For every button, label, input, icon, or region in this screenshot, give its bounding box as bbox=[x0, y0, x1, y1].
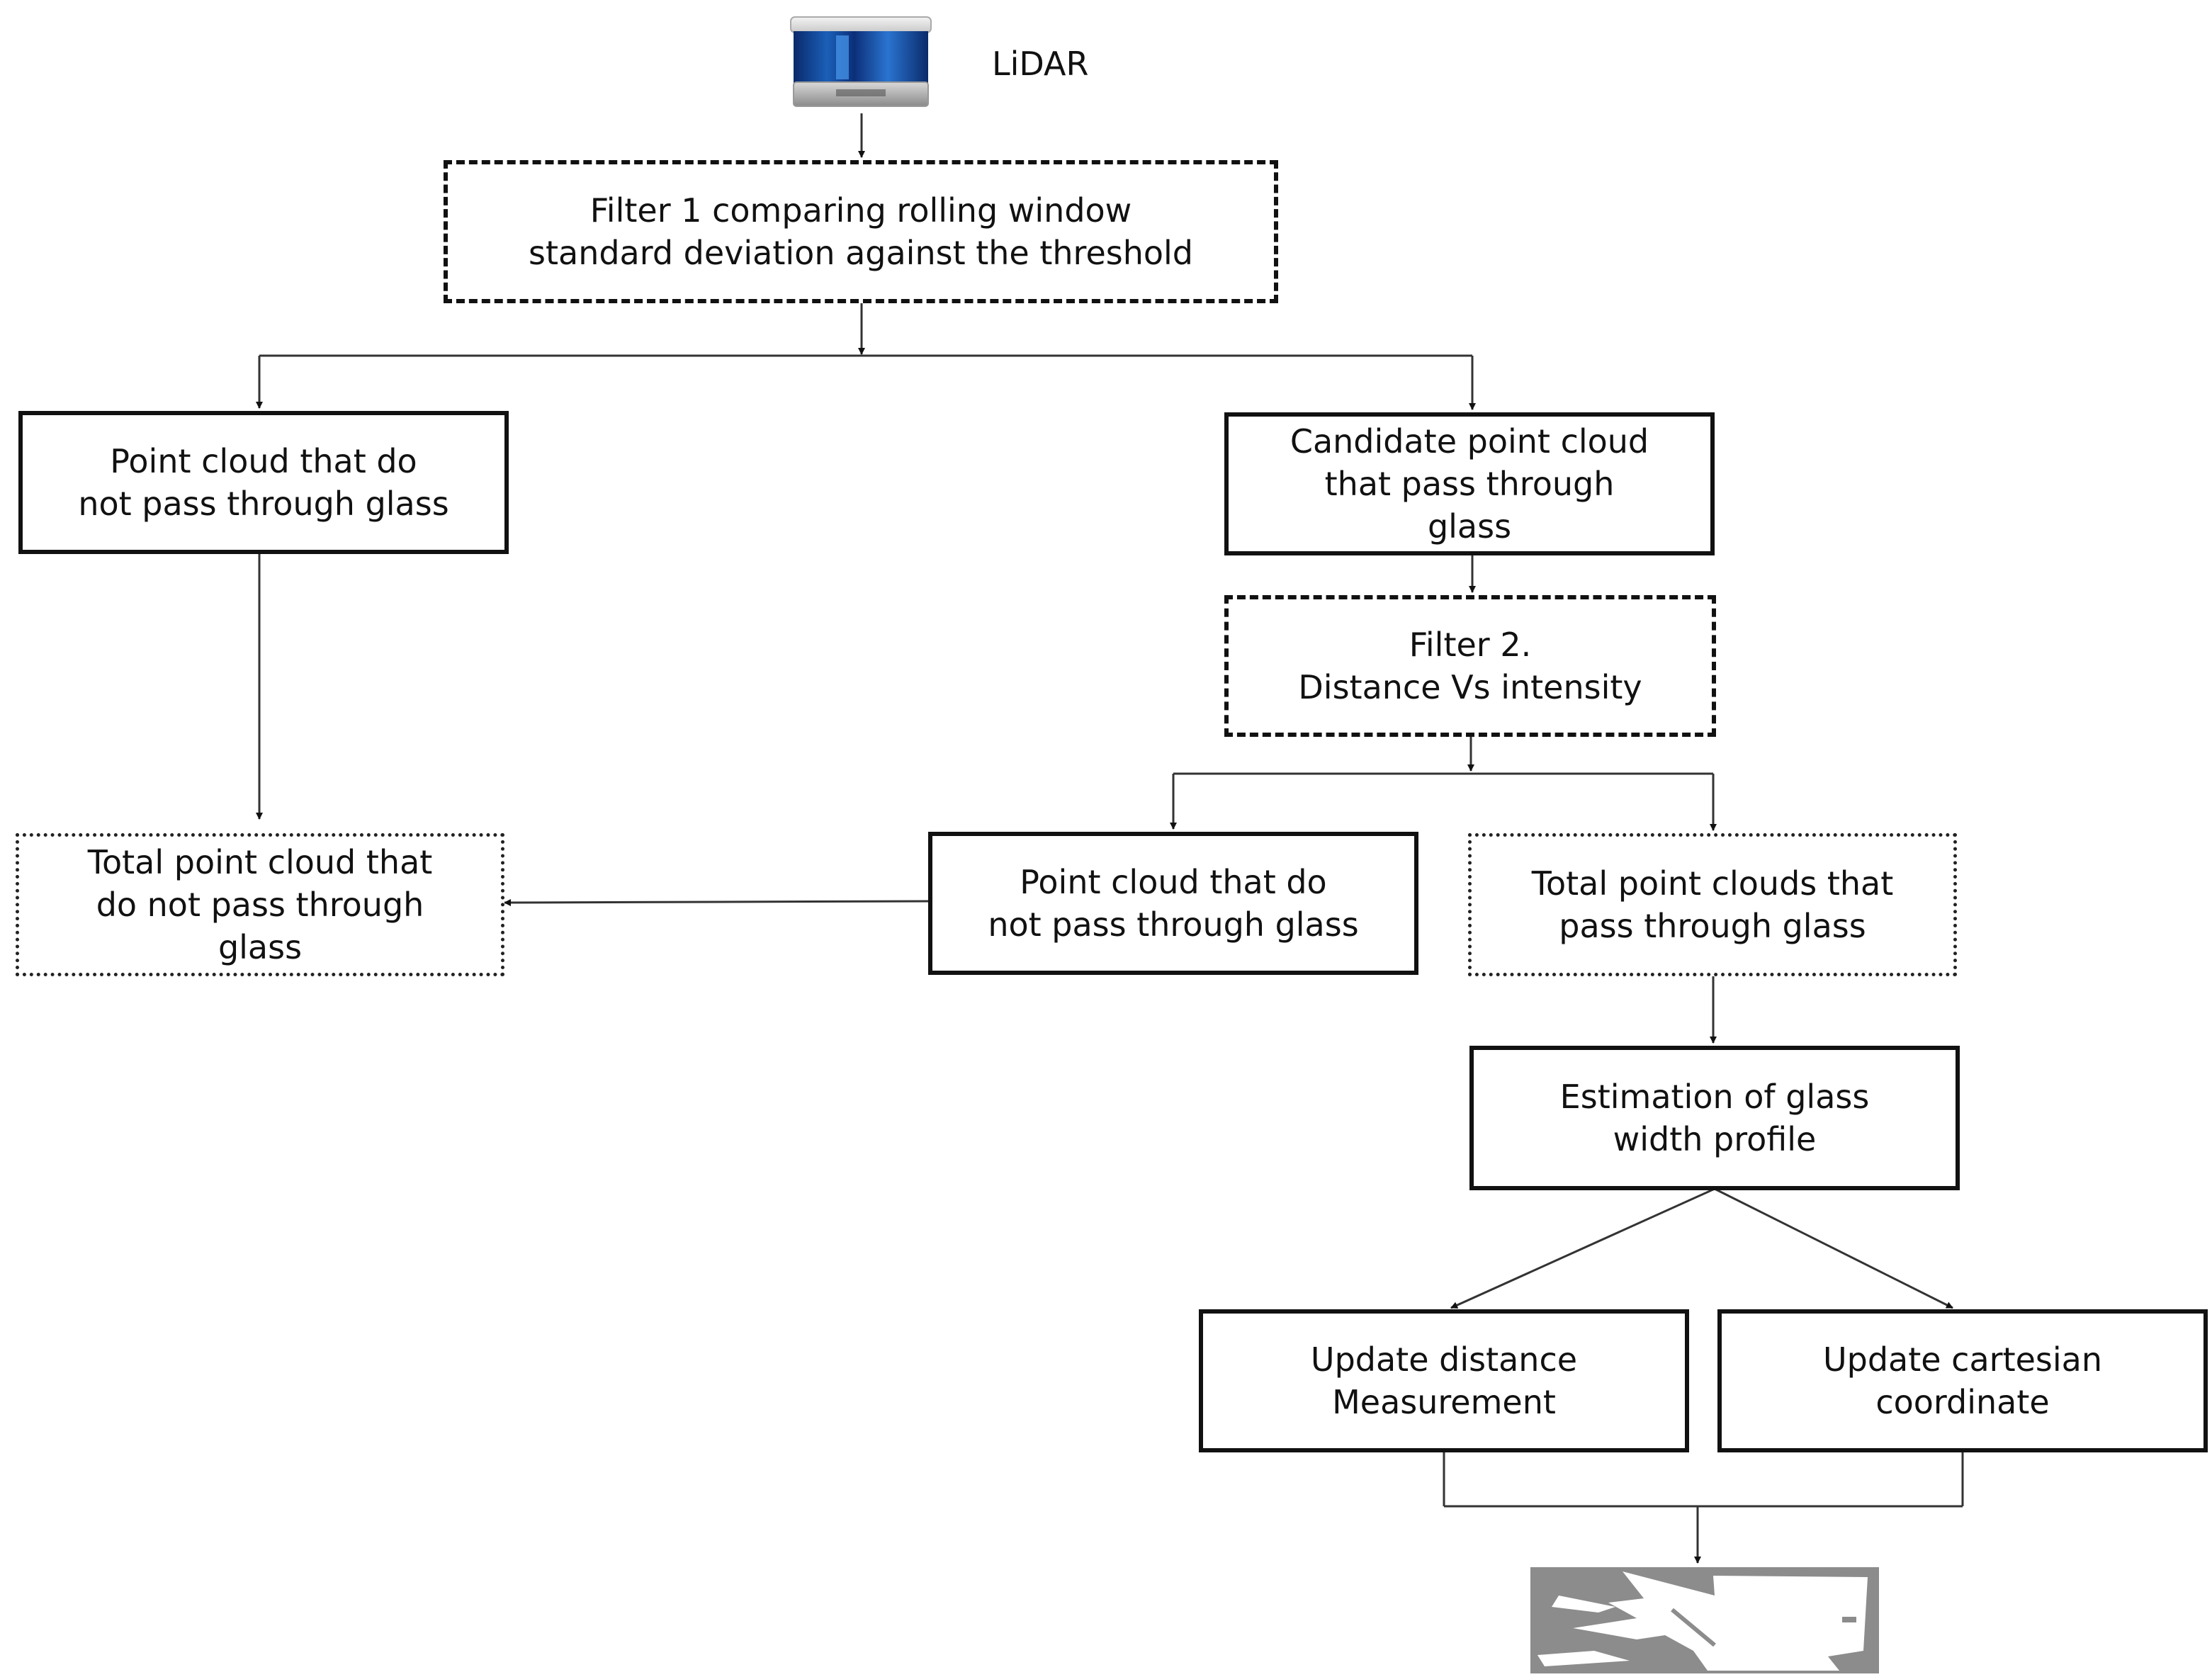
filter1-line2: standard deviation against the threshold bbox=[529, 234, 1193, 272]
no-pass-1-line2: not pass through glass bbox=[78, 485, 449, 523]
candidate-point-cloud-box: Candidate point cloud that pass through … bbox=[1224, 412, 1715, 555]
update-cartesian-line1: Update cartesian bbox=[1822, 1340, 2103, 1379]
update-distance-line1: Update distance bbox=[1310, 1340, 1578, 1379]
update-distance-line2: Measurement bbox=[1332, 1383, 1556, 1421]
total-pass-line1: Total point clouds that bbox=[1531, 864, 1894, 903]
total-no-pass-glass-box: Total point cloud that do not pass throu… bbox=[16, 833, 504, 976]
filter1-line1: Filter 1 comparing rolling window bbox=[589, 191, 1132, 230]
total-pass-line2: pass through glass bbox=[1559, 907, 1866, 945]
filter2-line2: Distance Vs intensity bbox=[1298, 668, 1642, 706]
update-cartesian-line2: coordinate bbox=[1875, 1383, 2050, 1421]
candidate-line3: glass bbox=[1427, 507, 1512, 546]
arrow-estimation-to-update-distance bbox=[1450, 1187, 1715, 1309]
no-pass-1-line1: Point cloud that do bbox=[110, 442, 417, 480]
arrow-no-pass-2-to-total bbox=[504, 898, 929, 906]
total-no-pass-line2: do not pass through bbox=[96, 886, 424, 924]
filter1-box: Filter 1 comparing rolling window standa… bbox=[444, 160, 1278, 303]
occupancy-map-icon bbox=[1530, 1567, 1879, 1673]
no-pass-glass-box-2: Point cloud that do not pass through gla… bbox=[928, 832, 1418, 975]
total-no-pass-line3: glass bbox=[218, 928, 303, 966]
no-pass-glass-box-1: Point cloud that do not pass through gla… bbox=[18, 411, 509, 554]
filter2-box: Filter 2. Distance Vs intensity bbox=[1224, 595, 1716, 737]
filter2-line1: Filter 2. bbox=[1409, 626, 1532, 664]
lidar-sensor-icon bbox=[790, 16, 932, 107]
candidate-line1: Candidate point cloud bbox=[1290, 422, 1649, 461]
estimation-glass-width-box: Estimation of glass width profile bbox=[1469, 1046, 1960, 1190]
total-pass-glass-box: Total point clouds that pass through gla… bbox=[1468, 833, 1957, 976]
candidate-line2: that pass through bbox=[1324, 465, 1615, 503]
no-pass-2-line2: not pass through glass bbox=[988, 905, 1359, 944]
total-no-pass-line1: Total point cloud that bbox=[87, 843, 433, 881]
no-pass-2-line1: Point cloud that do bbox=[1020, 863, 1327, 901]
update-distance-box: Update distance Measurement bbox=[1199, 1309, 1689, 1452]
update-cartesian-box: Update cartesian coordinate bbox=[1717, 1309, 2208, 1452]
estimation-line1: Estimation of glass bbox=[1559, 1078, 1870, 1116]
lidar-label: LiDAR bbox=[992, 45, 1089, 83]
arrow-estimation-to-update-cartesian bbox=[1714, 1187, 1953, 1309]
estimation-line2: width profile bbox=[1613, 1120, 1817, 1158]
